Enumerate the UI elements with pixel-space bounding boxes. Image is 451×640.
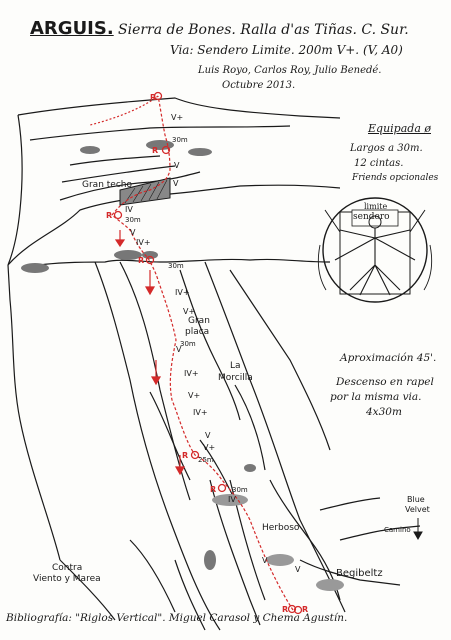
- belay-label: R: [152, 146, 158, 155]
- logo-top-text: sendero: [353, 212, 390, 222]
- rappel-count: 4x30m: [366, 406, 402, 418]
- belay-label: R: [210, 485, 216, 494]
- grade: V+: [188, 391, 200, 400]
- equipment-line-4: Friends opcionales: [352, 173, 439, 183]
- belay-labels: R R R R R R R R: [106, 93, 308, 614]
- label-gran-placa-2: placa: [185, 327, 209, 337]
- belay-label: R: [106, 211, 112, 220]
- descent-line-2: por la misma via.: [330, 391, 422, 403]
- authors: Luis Royo, Carlos Roy, Julio Benedé.: [198, 65, 382, 76]
- label-begibeltz: Begibeltz: [336, 568, 383, 579]
- approach-time: Aproximación 45'.: [340, 352, 437, 364]
- route-line: [89, 95, 294, 611]
- length-labels: 30m 30m 30m 30m 25m 30m: [125, 136, 248, 494]
- grade: V: [205, 431, 211, 440]
- grade: IV: [125, 205, 133, 214]
- label-morcilla-1: La: [230, 361, 241, 371]
- belay-ring: [153, 91, 163, 101]
- grade: V+: [183, 307, 195, 316]
- route-info: Via: Sendero Limite. 200m V+. (V, A0): [170, 43, 403, 57]
- label-blue-1: Blue: [407, 495, 425, 504]
- pitch-length: 30m: [125, 216, 141, 224]
- belay-ring: [190, 450, 200, 460]
- grade: V+: [171, 113, 183, 122]
- logo-text: sendero limite: [353, 202, 390, 222]
- cliff-lines: [7, 97, 421, 631]
- pitch-length: 30m: [180, 340, 196, 348]
- grade: IV+: [193, 408, 208, 417]
- belay-label: R: [150, 93, 156, 102]
- belay-label: R: [302, 605, 308, 614]
- rappel-arrows: [114, 230, 186, 476]
- vegetation: [21, 140, 344, 591]
- pitch-length: 30m: [168, 262, 184, 270]
- belay-ring: [217, 483, 227, 493]
- equipment-line-1: Equipada ø: [368, 122, 431, 135]
- belay-stations: [113, 91, 303, 615]
- date: Octubre 2013.: [222, 80, 296, 91]
- descent-line-1: Descenso en rapel: [336, 376, 434, 388]
- grade-labels: V+ V V IV V IV+ IV+ V+ V IV+ V+ IV+ V V+…: [125, 113, 301, 574]
- grade: V: [130, 228, 136, 237]
- belay-label: R: [282, 605, 288, 614]
- label-contra-2: Viento y Marea: [33, 574, 101, 584]
- grade: V+: [203, 443, 215, 452]
- grade: V: [262, 556, 268, 565]
- grade: IV+: [184, 369, 199, 378]
- belay-ring: [145, 255, 155, 265]
- equipment-line-3: 12 cintas.: [354, 158, 404, 169]
- grade: V: [176, 345, 182, 354]
- blue-velvet-pointer: [413, 518, 423, 541]
- pitch-length: 30m: [172, 136, 188, 144]
- belay-ring: [113, 210, 123, 220]
- grade: V: [174, 161, 180, 170]
- label-blue-2: Velvet: [405, 505, 430, 514]
- feature-labels: Gran techo Gran placa La Morcilla Herbos…: [33, 180, 430, 584]
- label-contra-1: Contra: [52, 563, 82, 573]
- pitch-length: 30m: [232, 486, 248, 494]
- belay-ring: [293, 605, 303, 615]
- label-camino: Camino: [384, 526, 411, 534]
- pitch-length: 25m: [198, 456, 214, 464]
- logo-bottom-text: limite: [364, 202, 387, 211]
- page-title: ARGUIS.: [30, 18, 114, 39]
- belay-ring: [161, 145, 171, 155]
- grade: IV: [228, 495, 236, 504]
- label-herboso: Herboso: [262, 523, 300, 533]
- page-subtitle: Sierra de Bones. Ralla d'as Tiñas. C. Su…: [118, 22, 409, 38]
- label-gran-placa-1: Gran: [188, 316, 210, 326]
- belay-ring: [287, 604, 297, 614]
- belay-label: R: [182, 451, 188, 460]
- label-morcilla-2: Morcilla: [218, 373, 253, 383]
- grade: V: [173, 179, 179, 188]
- bibliography: Bibliografía: "Riglos Vertical". Miguel …: [6, 612, 348, 624]
- belay-label: R: [138, 256, 144, 265]
- sendero-limite-logo: [317, 197, 433, 303]
- label-gran-techo: Gran techo: [82, 180, 132, 190]
- grade: V: [295, 565, 301, 574]
- grade: IV+: [175, 288, 190, 297]
- grade: IV+: [136, 238, 151, 247]
- equipment-line-2: Largos a 30m.: [350, 143, 423, 154]
